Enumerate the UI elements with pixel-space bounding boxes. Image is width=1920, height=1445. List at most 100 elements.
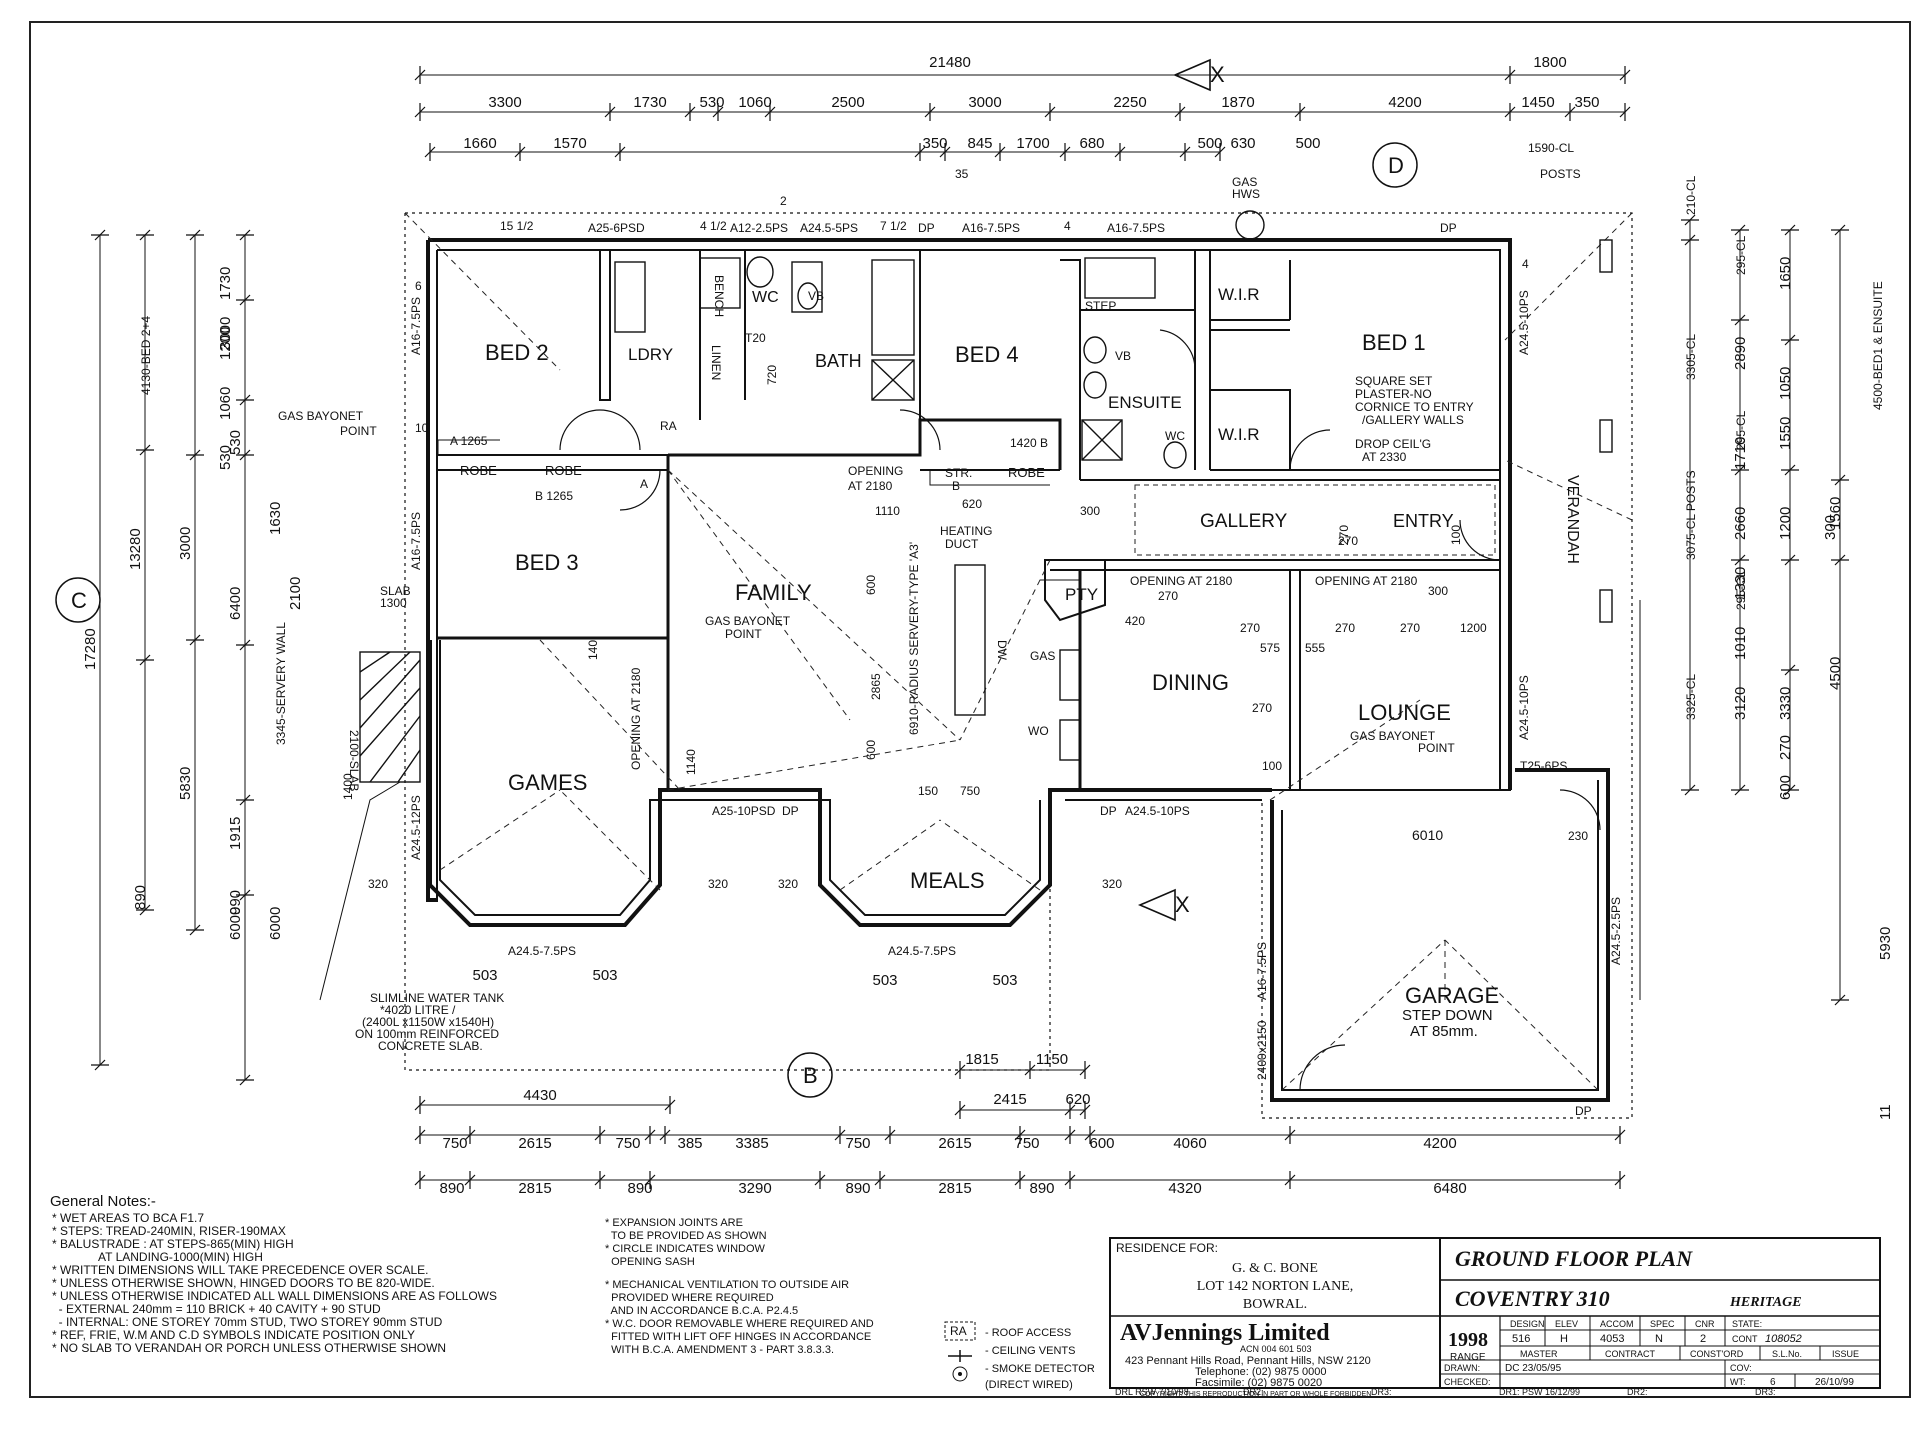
tb-range: RANGE <box>1450 1352 1486 1363</box>
heating-duct-b: DUCT <box>945 537 979 551</box>
dp-2: DP <box>1440 221 1457 235</box>
tb-year: 1998 <box>1448 1329 1488 1351</box>
trough <box>614 261 646 333</box>
dim-overall: 21480 <box>929 54 971 71</box>
dim-right-c-6: 1200 <box>1777 507 1794 540</box>
dim-right-c-1: 2890 <box>1732 337 1749 370</box>
d140: 140 <box>586 640 600 660</box>
d2865: 2865 <box>869 673 883 700</box>
dim-503-2: 503 <box>592 967 617 984</box>
room-step: STEP <box>1085 299 1116 313</box>
tb-h-state: STATE: <box>1732 1319 1762 1329</box>
dim-left-c-12: 6000 <box>267 907 284 940</box>
gas-bayonet-2b: POINT <box>725 627 762 641</box>
dim-320-3: 320 <box>778 877 798 891</box>
lintel-labels: A25-6PSD A12-2.5PS A24.5-5PS A16-7.5PS A… <box>409 221 1623 1080</box>
note-line-6: * UNLESS OTHERWISE INDICATED ALL WALL DI… <box>52 1289 497 1303</box>
dim-right-overall: 1800 <box>1533 54 1566 71</box>
opening-e: OPENING AT 2180 <box>629 667 643 770</box>
dim-bot-r2-2: 890 <box>627 1180 652 1197</box>
dim-heat-1110: 1110 <box>875 504 900 518</box>
dim-left-c-4: 530 <box>217 445 234 470</box>
lintel-top-4: A16-7.5PS <box>962 221 1020 235</box>
opening-a: OPENING <box>848 464 903 478</box>
legend-line-1: - CEILING VENTS <box>985 1345 1075 1357</box>
servery-bench <box>954 564 986 716</box>
tb-wt: WT: <box>1730 1377 1746 1387</box>
section-arrow-mid <box>1137 888 1176 922</box>
tb-h-accom: ACCOM <box>1600 1319 1634 1329</box>
general-notes: General Notes:- * WET AREAS TO BCA F1.7*… <box>50 1193 1095 1391</box>
walls <box>404 212 1633 1119</box>
note-line-9: * REF, FRIE, W.M AND C.D SYMBOLS INDICAT… <box>52 1328 415 1342</box>
tb-v-accom: 4053 <box>1600 1333 1624 1345</box>
gas-bayonet-3b: POINT <box>1418 741 1455 755</box>
dim-bot-r1-8: 600 <box>1089 1135 1114 1152</box>
legend-ra: RA <box>950 1324 967 1338</box>
bath-tub <box>871 259 915 356</box>
room-robe-3: ROBE <box>1008 465 1045 480</box>
dims-inner: 270 270 270 270 270 270 270 300 1200 420… <box>341 525 1588 843</box>
dim-right-c-14: 270 <box>1777 735 1794 760</box>
dim-bot-r1-6: 2615 <box>938 1135 971 1152</box>
dim-503-1: 503 <box>472 967 497 984</box>
dim-top-r2-6: 500 <box>1197 135 1222 152</box>
note-mid-8: FITTED WITH LIFT OFF HINGES IN ACCORDANC… <box>605 1331 871 1343</box>
side-dim-10: 295-CL <box>1734 570 1748 610</box>
dim-bot-r1-3: 385 <box>677 1135 702 1152</box>
tb-address: 423 Pennant Hills Road, Pennant Hills, N… <box>1125 1355 1371 1367</box>
dim-bot-r2-4: 890 <box>845 1180 870 1197</box>
side-dim-9: 295-CL <box>1734 410 1748 450</box>
dim-bot-r1-7: 750 <box>1014 1135 1039 1152</box>
tb-h-spec: SPEC <box>1650 1319 1675 1329</box>
tb-drawn: DRAWN: <box>1444 1363 1480 1373</box>
lintel-right-1: A24.5-10PS <box>1517 290 1531 355</box>
dim-bot-r2-1: 2815 <box>518 1180 551 1197</box>
dim-right-c-3: 1550 <box>1777 417 1794 450</box>
d600-b: 600 <box>864 740 878 760</box>
t20: T20 <box>745 331 766 345</box>
dimension-ticks <box>91 66 1849 1189</box>
dim-top-r2-1: 1570 <box>553 135 586 152</box>
note-line-4: * WRITTEN DIMENSIONS WILL TAKE PRECEDENC… <box>52 1263 429 1277</box>
b1265: B 1265 <box>535 489 573 503</box>
tb-dr-2: DR3: <box>1371 1387 1392 1397</box>
dim-top-r1-2: 530 <box>699 94 724 111</box>
lintel-gar-2: A24.5-2.5PS <box>1609 897 1623 965</box>
slab-b: 1300 <box>380 596 407 610</box>
side-dim-3: 4500-BED1 & ENSUITE <box>1871 281 1885 410</box>
gas-bayonet-2: GAS BAYONET <box>705 614 791 628</box>
gas-hws-1: GAS <box>1232 175 1257 189</box>
gas-bayonet-1: GAS BAYONET <box>278 409 364 423</box>
tb-h-design: DESIGN <box>1510 1319 1545 1329</box>
note-line-2: * BALUSTRADE : AT STEPS-865(MIN) HIGH <box>52 1237 294 1251</box>
d270-6: 270 <box>1252 701 1272 715</box>
room-labels: BED 2 LDRY BENCH LINEN WC BATH BED 4 W.I… <box>460 275 1581 1040</box>
dp-3: DP <box>782 804 799 818</box>
note-line-0: * WET AREAS TO BCA F1.7 <box>52 1211 204 1225</box>
legend-line-0: - ROOF ACCESS <box>985 1327 1071 1339</box>
tank-2: *4020 LITRE / <box>380 1003 456 1017</box>
dim-left-overall: 17280 <box>82 628 99 670</box>
dim-top-r1-0: 3300 <box>488 94 521 111</box>
side-dim-8: 295-CL <box>1734 235 1748 275</box>
dim-right-c-13: 4500 <box>1827 657 1844 690</box>
tb-client-2: LOT 142 NORTON LANE, <box>1197 1279 1354 1294</box>
tb-dr-5: DR3: <box>1755 1387 1776 1397</box>
dim-bot-r1-10: 4200 <box>1423 1135 1456 1152</box>
dim-left-c-9: 990 <box>227 890 244 915</box>
t20b: 720 <box>765 365 779 385</box>
d1400: 1400 <box>341 773 355 800</box>
grid-circle-c <box>55 577 101 623</box>
room-garage: GARAGE <box>1405 983 1499 1008</box>
tb-v-cnr: 2 <box>1700 1333 1706 1345</box>
note-line-3: AT LANDING-1000(MIN) HIGH <box>52 1250 263 1264</box>
dim-left-c2-1: 2100 <box>287 577 304 610</box>
dim-right-c-9: 3120 <box>1732 687 1749 720</box>
dims-left: 17280 13280 5830 <box>82 528 194 800</box>
tb-facsimile: Facsimile: (02) 9875 0020 <box>1195 1377 1322 1389</box>
note-mid-9: WITH B.C.A. AMENDMENT 3 - PART 3.8.3.3. <box>605 1344 834 1356</box>
dim-right-c-5: 2660 <box>1732 507 1749 540</box>
dims-top-misc: 35 1110 620 300 2 15 1/2 4 1/2 7 1/2 4 4… <box>415 167 1529 518</box>
servery-label: 6910-RADIUS SERVERY-TYPE 'A3' <box>907 542 921 735</box>
